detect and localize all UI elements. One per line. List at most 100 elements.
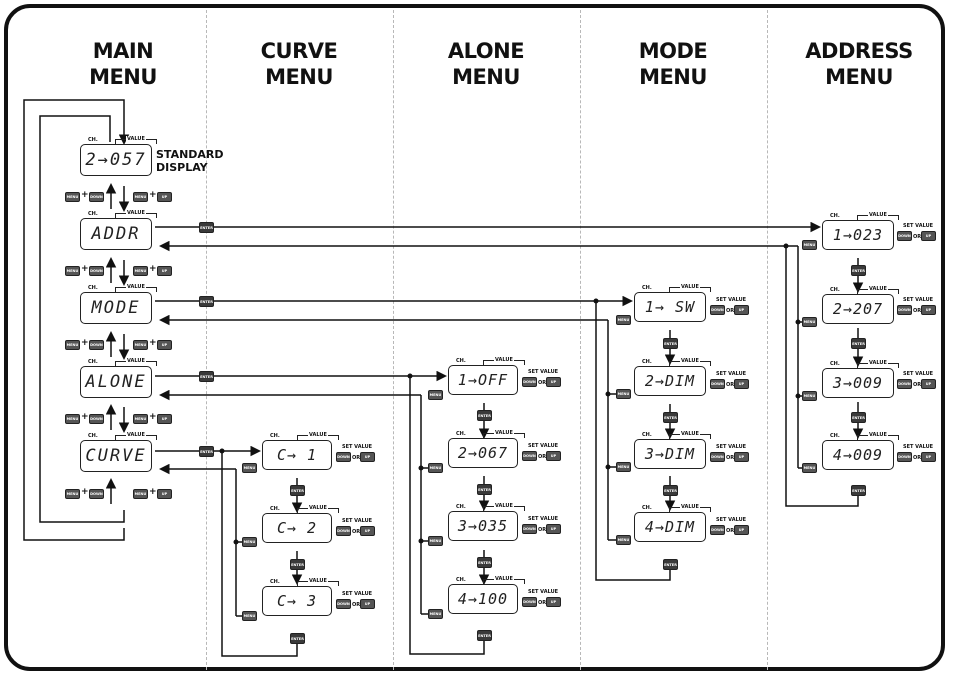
column-divider bbox=[580, 10, 581, 670]
up-button[interactable]: UP bbox=[734, 379, 749, 389]
down-button[interactable]: DOWN bbox=[336, 526, 351, 536]
menu-button[interactable]: MENU bbox=[802, 391, 817, 401]
mode-display-3: CH.VALUE 3→DIM bbox=[634, 431, 711, 469]
enter-button[interactable]: ENTER bbox=[851, 338, 866, 349]
enter-button[interactable]: ENTER bbox=[477, 484, 492, 495]
ch-label: CH. bbox=[87, 137, 99, 143]
down-button[interactable]: DOWN bbox=[522, 597, 537, 607]
enter-button[interactable]: ENTER bbox=[663, 485, 678, 496]
up-button[interactable]: UP bbox=[157, 192, 172, 202]
menu-button[interactable]: MENU bbox=[802, 317, 817, 327]
menu-button[interactable]: MENU bbox=[428, 463, 443, 473]
enter-button[interactable]: ENTER bbox=[477, 557, 492, 568]
enter-button[interactable]: ENTER bbox=[663, 412, 678, 423]
menu-button[interactable]: MENU bbox=[133, 192, 148, 202]
main-display-curve: CH.VALUE CURVE bbox=[80, 432, 157, 472]
up-button[interactable]: UP bbox=[921, 452, 936, 462]
down-button[interactable]: DOWN bbox=[897, 379, 912, 389]
down-button[interactable]: DOWN bbox=[897, 452, 912, 462]
enter-button[interactable]: ENTER bbox=[199, 371, 214, 382]
down-button[interactable]: DOWN bbox=[336, 599, 351, 609]
up-button[interactable]: UP bbox=[546, 524, 561, 534]
menu-button[interactable]: MENU bbox=[133, 266, 148, 276]
up-button[interactable]: UP bbox=[921, 305, 936, 315]
enter-button[interactable]: ENTER bbox=[851, 485, 866, 496]
menu-button[interactable]: MENU bbox=[65, 266, 80, 276]
enter-button[interactable]: ENTER bbox=[290, 485, 305, 496]
up-button[interactable]: UP bbox=[546, 451, 561, 461]
up-button[interactable]: UP bbox=[360, 526, 375, 536]
menu-button[interactable]: MENU bbox=[428, 609, 443, 619]
up-button[interactable]: UP bbox=[360, 599, 375, 609]
up-button[interactable]: UP bbox=[921, 231, 936, 241]
menu-button[interactable]: MENU bbox=[65, 414, 80, 424]
menu-button[interactable]: MENU bbox=[133, 340, 148, 350]
enter-button[interactable]: ENTER bbox=[663, 338, 678, 349]
down-button[interactable]: DOWN bbox=[710, 379, 725, 389]
up-button[interactable]: UP bbox=[157, 340, 172, 350]
main-display-standard: CH. VALUE 2→057 bbox=[80, 136, 157, 176]
down-button[interactable]: DOWN bbox=[89, 340, 104, 350]
down-button[interactable]: DOWN bbox=[89, 266, 104, 276]
menu-button[interactable]: MENU bbox=[428, 536, 443, 546]
down-button[interactable]: DOWN bbox=[89, 192, 104, 202]
down-button[interactable]: DOWN bbox=[336, 452, 351, 462]
up-button[interactable]: UP bbox=[546, 377, 561, 387]
enter-button[interactable]: ENTER bbox=[199, 222, 214, 233]
up-button[interactable]: UP bbox=[921, 379, 936, 389]
enter-button[interactable]: ENTER bbox=[290, 559, 305, 570]
menu-button[interactable]: MENU bbox=[242, 537, 257, 547]
enter-button[interactable]: ENTER bbox=[199, 446, 214, 457]
menu-button[interactable]: MENU bbox=[616, 462, 631, 472]
down-button[interactable]: DOWN bbox=[89, 414, 104, 424]
menu-button[interactable]: MENU bbox=[133, 489, 148, 499]
column-divider bbox=[206, 10, 207, 670]
menu-button[interactable]: MENU bbox=[428, 390, 443, 400]
alone-display-3: CH.VALUE 3→035 bbox=[448, 503, 525, 541]
down-button[interactable]: DOWN bbox=[522, 524, 537, 534]
enter-button[interactable]: ENTER bbox=[663, 559, 678, 570]
down-button[interactable]: DOWN bbox=[710, 305, 725, 315]
menu-button[interactable]: MENU bbox=[802, 240, 817, 250]
curve-display-3: CH.VALUE C→ 3 bbox=[262, 578, 339, 616]
up-button[interactable]: UP bbox=[734, 525, 749, 535]
up-button[interactable]: UP bbox=[546, 597, 561, 607]
address-display-1: CH.VALUE 1→023 bbox=[822, 212, 899, 250]
menu-button[interactable]: MENU bbox=[65, 192, 80, 202]
down-button[interactable]: DOWN bbox=[897, 231, 912, 241]
enter-button[interactable]: ENTER bbox=[851, 265, 866, 276]
down-button[interactable]: DOWN bbox=[710, 452, 725, 462]
up-button[interactable]: UP bbox=[157, 489, 172, 499]
menu-button[interactable]: MENU bbox=[133, 414, 148, 424]
up-button[interactable]: UP bbox=[360, 452, 375, 462]
down-button[interactable]: DOWN bbox=[897, 305, 912, 315]
enter-button[interactable]: ENTER bbox=[477, 630, 492, 641]
menu-button[interactable]: MENU bbox=[65, 489, 80, 499]
menu-button[interactable]: MENU bbox=[242, 463, 257, 473]
menu-button[interactable]: MENU bbox=[616, 315, 631, 325]
column-divider bbox=[393, 10, 394, 670]
up-button[interactable]: UP bbox=[734, 452, 749, 462]
menu-button[interactable]: MENU bbox=[242, 611, 257, 621]
curve-display-1: CH.VALUE C→ 1 bbox=[262, 432, 339, 470]
menu-button[interactable]: MENU bbox=[802, 463, 817, 473]
down-button[interactable]: DOWN bbox=[522, 377, 537, 387]
enter-button[interactable]: ENTER bbox=[477, 410, 492, 421]
up-button[interactable]: UP bbox=[157, 266, 172, 276]
menu-button[interactable]: MENU bbox=[616, 389, 631, 399]
menu-button[interactable]: MENU bbox=[616, 535, 631, 545]
down-button[interactable]: DOWN bbox=[89, 489, 104, 499]
address-display-4: CH.VALUE 4→009 bbox=[822, 432, 899, 470]
up-button[interactable]: UP bbox=[734, 305, 749, 315]
value-label: VALUE bbox=[126, 136, 146, 142]
down-button[interactable]: DOWN bbox=[522, 451, 537, 461]
enter-button[interactable]: ENTER bbox=[290, 633, 305, 644]
down-button[interactable]: DOWN bbox=[710, 525, 725, 535]
address-display-3: CH.VALUE 3→009 bbox=[822, 360, 899, 398]
up-button[interactable]: UP bbox=[157, 414, 172, 424]
enter-button[interactable]: ENTER bbox=[199, 296, 214, 307]
menu-button[interactable]: MENU bbox=[65, 340, 80, 350]
enter-button[interactable]: ENTER bbox=[851, 412, 866, 423]
